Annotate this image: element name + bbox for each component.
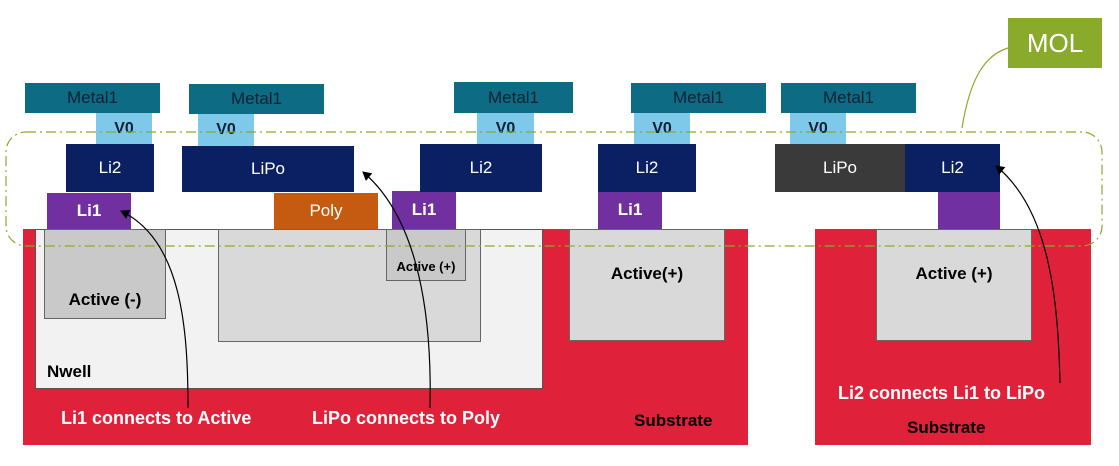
- active-region-plus-right: Active (+): [876, 229, 1032, 341]
- active-label: Active (-): [68, 290, 142, 309]
- v0-via: V0: [634, 113, 690, 144]
- li1-block-unlabeled: [938, 191, 1000, 229]
- metal1-block: Metal1: [189, 84, 324, 114]
- metal1-block: Metal1: [454, 82, 573, 113]
- annotation-li1: Li1 connects to Active: [61, 408, 252, 428]
- active-region-plus: Active(+): [569, 229, 725, 341]
- active-label: Active (+): [915, 264, 993, 283]
- nwell-label: Nwell: [47, 362, 92, 381]
- v0-via: V0: [477, 113, 534, 144]
- active-label: Active(+): [610, 264, 684, 283]
- metal1-block: Metal1: [631, 83, 766, 113]
- metal1-block: Metal1: [25, 83, 160, 113]
- v0-via: V0: [790, 113, 846, 144]
- substrate-label: Substrate: [907, 418, 986, 437]
- mol-callout-line: [961, 47, 1009, 129]
- mol-badge: MOL: [1008, 18, 1102, 68]
- substrate-label: Substrate: [634, 411, 713, 430]
- active-region-minus: Active (-): [44, 229, 166, 319]
- li1-block: Li1: [47, 193, 131, 229]
- active-region-small: Active (+): [386, 229, 466, 281]
- li2-block: Li2: [598, 144, 696, 192]
- li1-block: Li1: [598, 191, 662, 229]
- lipo-block-gray: LiPo: [775, 144, 905, 192]
- li2-block: Li2: [420, 144, 542, 192]
- v0-via: V0: [96, 113, 152, 144]
- annotation-lipo: LiPo connects to Poly: [312, 408, 501, 428]
- metal1-block: Metal1: [781, 83, 916, 113]
- v0-via: V0: [198, 114, 254, 146]
- active-label: Active (+): [396, 259, 456, 274]
- annotation-li2: Li2 connects Li1 to LiPo: [838, 383, 1046, 403]
- lipo-block: LiPo: [182, 146, 354, 192]
- li1-block: Li1: [392, 191, 456, 229]
- poly-block: Poly: [274, 193, 378, 229]
- li2-block: Li2: [66, 144, 154, 192]
- li2-block: Li2: [905, 144, 1000, 192]
